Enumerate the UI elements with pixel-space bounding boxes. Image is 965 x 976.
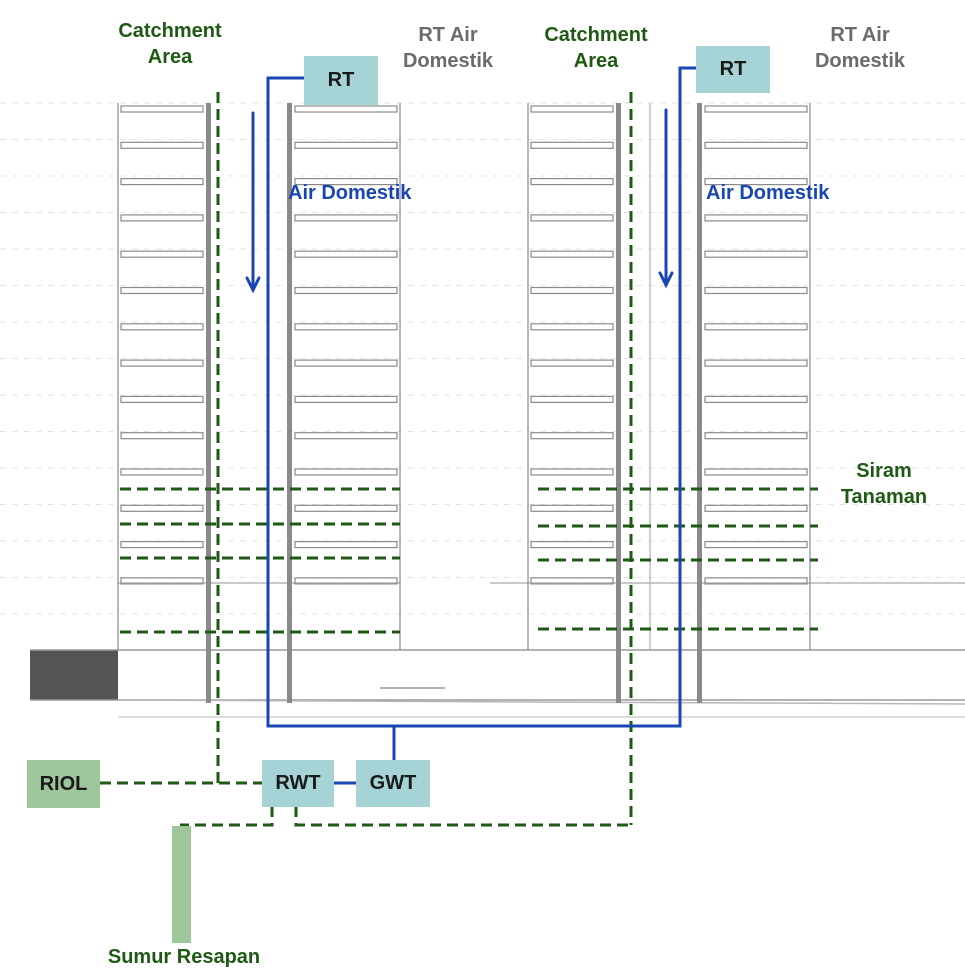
- floor-slab: [294, 504, 398, 512]
- floor-slab: [530, 250, 614, 258]
- rwt-to-right-downpipe: [294, 806, 631, 827]
- floor-slab: [294, 540, 398, 549]
- floor-slab: [704, 395, 808, 403]
- floor-slab: [704, 540, 808, 549]
- floor-slab: [704, 214, 808, 222]
- floor-slab: [704, 141, 808, 149]
- rt-air-domestik-label-right: RT Air Domestik: [814, 24, 906, 72]
- floor-slab: [530, 577, 614, 585]
- core-column-right: [616, 103, 621, 703]
- floor-slab: [120, 250, 204, 258]
- floor-slab: [704, 105, 808, 113]
- floor-slab: [120, 359, 204, 367]
- core-column-left-2: [287, 103, 292, 703]
- floor-slab: [530, 214, 614, 222]
- core-column-left: [206, 103, 211, 703]
- floor-slab: [294, 395, 398, 403]
- floor-slab: [704, 359, 808, 367]
- floor-slab: [294, 286, 398, 295]
- floor-slab: [294, 250, 398, 258]
- floor-slab: [530, 395, 614, 403]
- floor-slab: [294, 468, 398, 476]
- floor-slab: [294, 178, 398, 186]
- floor-slab: [294, 141, 398, 149]
- rwt-tank: RWT: [262, 760, 334, 807]
- floor-slab: [530, 178, 614, 186]
- supply-riser-right: [394, 66, 696, 728]
- floor-slab: [120, 468, 204, 476]
- floor-slab: [120, 432, 204, 440]
- air-domestik-label-right: Air Domestik: [706, 182, 830, 204]
- domestic-water-lines: [266, 66, 696, 785]
- floor-slab: [294, 577, 398, 585]
- floor-slab: [530, 540, 614, 549]
- floor-slab: [294, 214, 398, 222]
- floor-slab: [704, 250, 808, 258]
- rt-tank-right: RT: [696, 46, 770, 93]
- arrow-down-icon: [245, 111, 261, 294]
- floor-slab: [530, 432, 614, 440]
- catchment-area-label-right: Catchment Area: [544, 24, 648, 72]
- floor-slab: [120, 323, 204, 331]
- rwt-to-sumur: [180, 806, 274, 827]
- floor-slab: [704, 323, 808, 331]
- floor-slab: [294, 359, 398, 367]
- rainwater-lines: [100, 92, 818, 827]
- floor-slab: [294, 105, 398, 113]
- sumur-resapan-label: Sumur Resapan: [107, 946, 261, 968]
- floor-slab: [530, 468, 614, 476]
- floor-slab: [530, 286, 614, 295]
- supply-riser-left: [266, 76, 394, 728]
- floor-slab: [120, 395, 204, 403]
- gwt-tank: GWT: [356, 760, 430, 807]
- riol-outlet: RIOL: [27, 760, 100, 808]
- floor-slab: [120, 141, 204, 149]
- floor-slab: [120, 214, 204, 222]
- floor-slab: [120, 178, 204, 186]
- floor-slab: [704, 577, 808, 585]
- floor-slab: [294, 323, 398, 331]
- siram-tanaman-label: Siram Tanaman: [840, 460, 928, 508]
- floor-slab: [530, 359, 614, 367]
- sumur-resapan-well: [172, 826, 191, 943]
- floor-slab: [704, 468, 808, 476]
- floor-slab: [120, 286, 204, 295]
- ground-structure: [30, 582, 965, 718]
- air-domestik-label-left: Air Domestik: [288, 182, 412, 204]
- floor-slab: [530, 504, 614, 512]
- floor-slab: [704, 432, 808, 440]
- floor-slab: [530, 141, 614, 149]
- floor-slab: [704, 286, 808, 295]
- floor-slab: [120, 540, 204, 549]
- floor-slab: [120, 504, 204, 512]
- left-dark-block: [30, 650, 118, 700]
- rt-air-domestik-label-left: RT Air Domestik: [402, 24, 494, 72]
- floor-slab: [530, 323, 614, 331]
- floor-slab: [530, 105, 614, 113]
- floor-slab: [704, 178, 808, 186]
- floor-slab: [120, 577, 204, 585]
- catchment-area-label-left: Catchment Area: [118, 20, 222, 68]
- rt-tank-left: RT: [304, 56, 378, 105]
- floor-slab: [120, 105, 204, 113]
- core-column-right-2: [697, 103, 702, 703]
- floor-slab: [704, 504, 808, 512]
- arrow-down-icon: [658, 108, 674, 289]
- floor-slab: [294, 432, 398, 440]
